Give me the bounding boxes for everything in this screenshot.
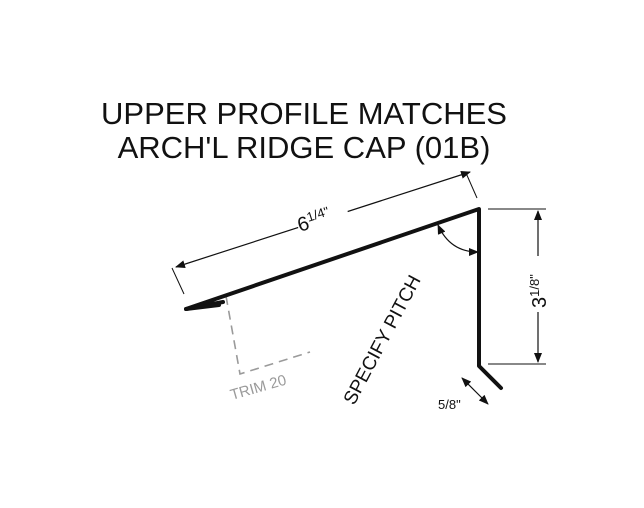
trim-label: TRIM 20 xyxy=(228,372,288,404)
pitch-angle-indicator xyxy=(437,224,479,256)
hem-dimension: 5/8" xyxy=(438,377,489,412)
ridge-cap-profile xyxy=(184,207,503,390)
hem-label: 5/8" xyxy=(438,397,461,412)
top-length-dimension: 61/4" xyxy=(171,170,478,295)
trim-reference: TRIM 20 xyxy=(225,295,311,404)
top-length-label: 61/4" xyxy=(294,203,334,236)
specify-pitch-label: SPECIFY PITCH xyxy=(340,272,426,408)
height-dimension: 31/8" xyxy=(488,208,551,365)
title-line-1: UPPER PROFILE MATCHES xyxy=(101,96,507,131)
height-label: 31/8" xyxy=(527,274,551,308)
title-line-2: ARCH'L RIDGE CAP (01B) xyxy=(118,130,491,165)
